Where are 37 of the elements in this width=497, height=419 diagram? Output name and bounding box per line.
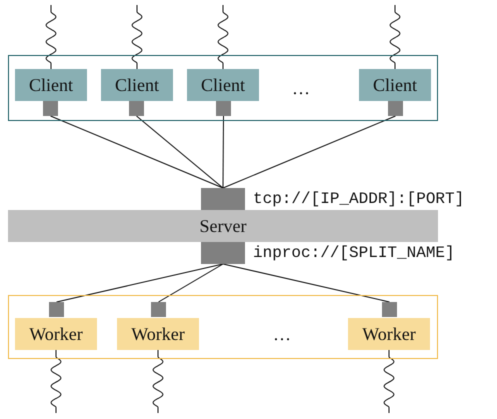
server-bar: Server [8,210,438,242]
port-square [129,101,144,116]
port-square [201,242,245,264]
port-square [216,101,231,116]
wavy-line [218,4,228,70]
client-box: Client [101,69,173,101]
connector-line [222,116,396,188]
client-box: Client [187,69,259,101]
client-box: Client [15,69,87,101]
connector-line [222,264,390,302]
port-square [382,302,397,317]
client-group-frame [8,55,438,121]
connector-line [158,264,224,302]
port-square [43,101,58,116]
wavy-line [152,350,164,414]
port-square [49,302,64,317]
wavy-line [46,4,56,70]
connector-line [50,116,224,188]
worker-group-frame [8,295,438,359]
wavy-line [50,350,62,414]
port-square [151,302,166,317]
worker-box: Worker [15,318,97,350]
wavy-line [384,350,394,414]
connector-line [56,264,224,302]
wavy-line [390,4,400,70]
port-square [388,101,403,116]
address-label: inproc://[SPLIT_NAME] [253,243,455,264]
ellipsis-text: … [292,78,312,99]
connector-line [136,116,224,188]
worker-box: Worker [117,318,199,350]
port-square [201,188,245,210]
address-label: tcp://[IP_ADDR]:[PORT] [253,189,464,210]
worker-box: Worker [348,318,430,350]
wavy-line [132,4,142,70]
client-box: Client [359,69,431,101]
connector-line [222,116,224,188]
ellipsis-text: … [273,324,293,345]
